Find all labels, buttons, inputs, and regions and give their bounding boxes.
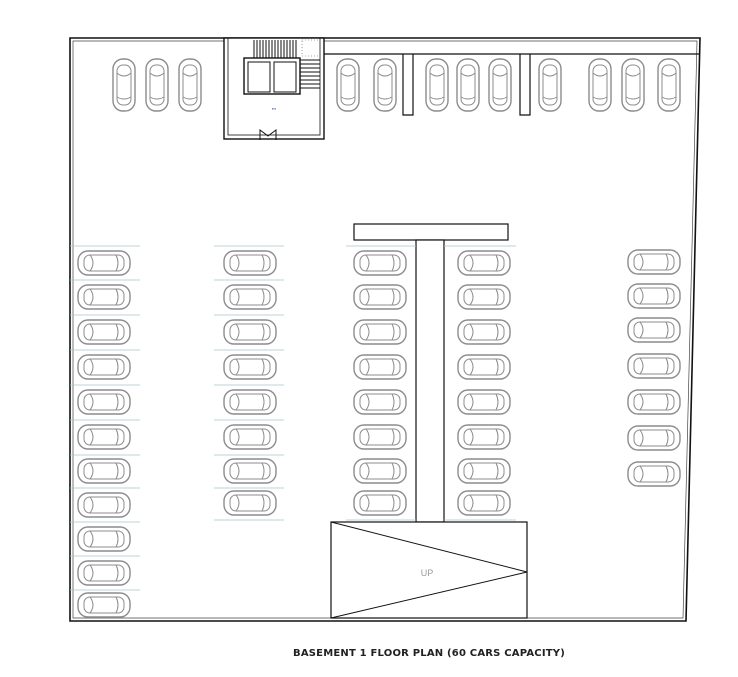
top-partitions (324, 53, 700, 116)
stair-treads-side (300, 59, 320, 89)
center-left-column-cars (353, 250, 407, 516)
plan-title: BASEMENT 1 FLOOR PLAN (60 CARS CAPACITY) (293, 648, 565, 659)
central-divider (353, 223, 509, 523)
stall-lines (70, 245, 516, 591)
svg-text:▪▪▪: ▪▪▪ (272, 106, 277, 111)
outer-wall (69, 37, 701, 622)
stair-lift-core: ▪▪▪ (223, 37, 325, 140)
ramp: UP (330, 521, 528, 619)
ramp-label: UP (421, 568, 434, 578)
right-column-cars (627, 249, 681, 487)
center-right-column-cars (457, 250, 511, 516)
second-column-cars (223, 250, 277, 516)
left-column-cars (77, 250, 131, 618)
stair-treads (253, 40, 297, 58)
top-row-cars (112, 58, 681, 112)
